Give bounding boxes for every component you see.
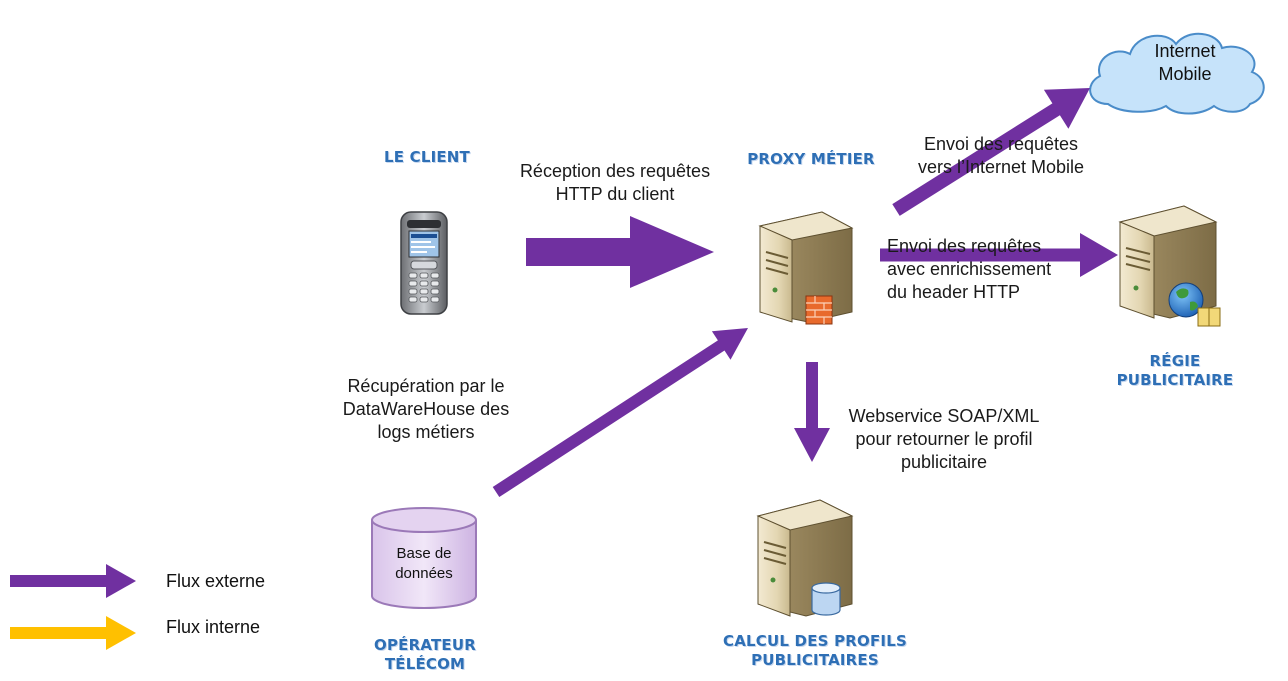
operateur-title: OPÉRATEUR TÉLÉCOM (374, 636, 476, 673)
flow-arrows (492, 88, 1118, 497)
internet-mobile-label: Internet Mobile (1154, 41, 1216, 84)
arrow-envoi-regie (880, 233, 1118, 277)
firewall-icon (805, 295, 833, 325)
proxy-title: PROXY MÉTIER (747, 150, 875, 168)
flow-envoi-regie-label: Envoi des requêtes avec enrichissement d… (887, 236, 1052, 302)
legend-arrow-interne (10, 616, 136, 650)
flow-reception-label: Réception des requêtes HTTP du client (519, 161, 711, 204)
internet-mobile-cloud (1089, 32, 1265, 115)
arrow-webservice (794, 362, 830, 462)
arrow-reception (526, 216, 714, 288)
database-cylinder-icon (371, 507, 477, 609)
proxy-server-icon (758, 211, 854, 323)
globe-icon (1168, 282, 1221, 327)
client-title: LE CLIENT (383, 148, 470, 166)
arrow-envoi-internet (892, 88, 1090, 216)
flow-envoi-internet-label: Envoi des requêtes vers l’Internet Mobil… (917, 134, 1085, 177)
legend-arrow-externe (10, 564, 136, 598)
mobile-phone-icon (400, 211, 448, 315)
regie-title: RÉGIE PUBLICITAIRE (1116, 352, 1234, 389)
legend-externe-label: Flux externe (166, 571, 266, 591)
arrow-recuperation (492, 328, 748, 497)
database-label: Base de données (395, 545, 453, 582)
flow-webservice-label: Webservice SOAP/XML pour retourner le pr… (848, 406, 1040, 472)
legend-interne-label: Flux interne (166, 617, 261, 637)
database-small-icon (811, 582, 841, 616)
calcul-title: CALCUL DES PROFILS PUBLICITAIRES (723, 632, 907, 669)
flow-recuperation-label: Récupération par le DataWareHouse des lo… (342, 376, 510, 442)
